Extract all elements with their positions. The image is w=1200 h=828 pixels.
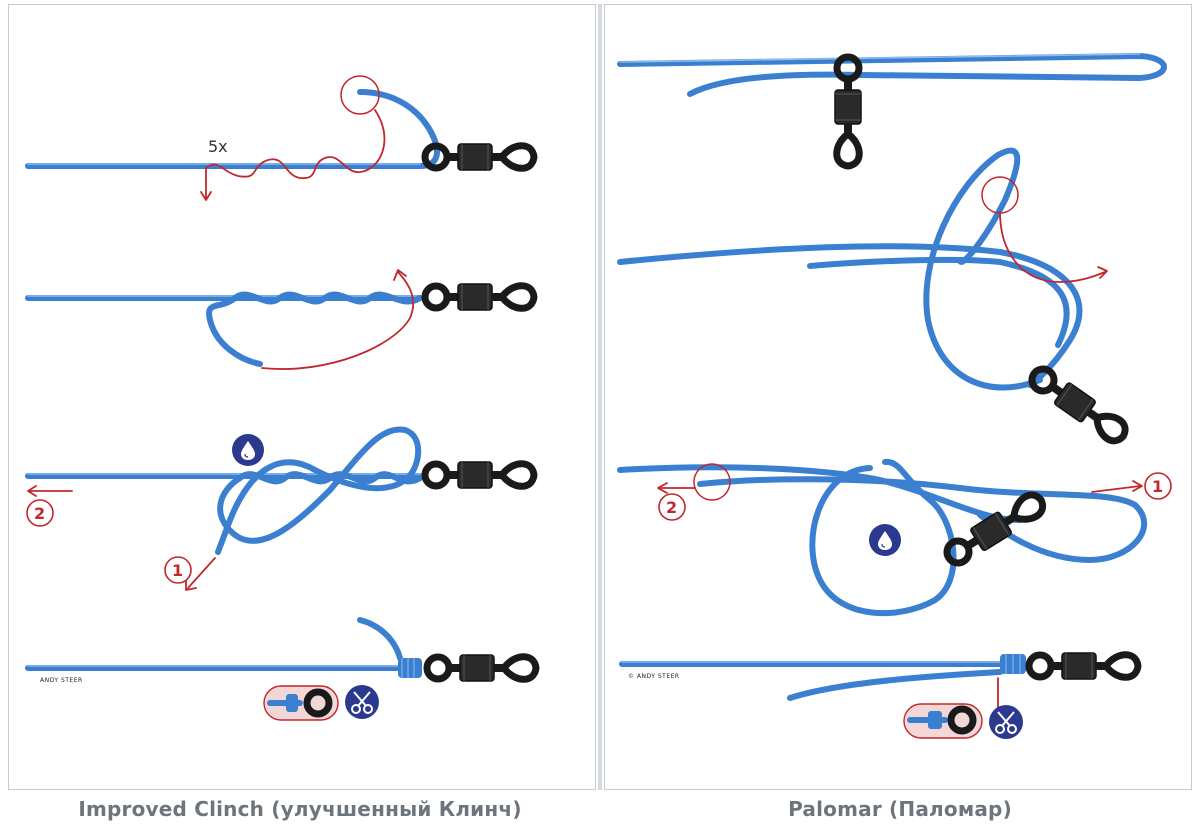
step-2-badge (26, 499, 54, 527)
palomar-step-4: © ANDY STEER (619, 653, 1138, 740)
swivel-icon (1029, 653, 1138, 679)
credit-label: ANDY STEER (40, 677, 83, 684)
step-1-badge (1144, 472, 1172, 500)
swivel-icon (425, 284, 534, 310)
palomar-step-1 (617, 53, 1167, 166)
improved-clinch-caption: Improved Clinch (улучшенный Клинч) (78, 797, 522, 821)
clinch-step-2 (25, 269, 534, 370)
palomar-step-2 (617, 147, 1131, 447)
clinch-step-3: 2 1 (25, 426, 534, 591)
swivel-icon (942, 489, 1048, 569)
step-1-badge (164, 556, 192, 584)
step-1-number: 1 (172, 561, 183, 580)
improved-clinch-panel (8, 4, 596, 790)
knot-illustrations: 5x 2 1 ANDY STEER (25, 53, 1172, 740)
clinch-step-1: 5x (25, 75, 534, 201)
step-2-number: 2 (666, 498, 677, 517)
step-1-number: 1 (1152, 477, 1163, 496)
water-drop-icon (231, 433, 265, 467)
palomar-step-3: 2 1 (617, 458, 1172, 617)
water-drop-icon (868, 523, 902, 557)
scissors-icon (344, 684, 380, 720)
swivel-icon (427, 655, 536, 681)
swivel-icon (425, 462, 534, 488)
step-2-number: 2 (34, 504, 45, 523)
credit-label: © ANDY STEER (628, 673, 680, 680)
swivel-icon (425, 144, 534, 170)
panel-divider (598, 4, 602, 790)
wrap-count-label: 5x (208, 137, 228, 156)
clinch-step-4: ANDY STEER (25, 617, 536, 721)
scissors-icon (988, 704, 1024, 740)
palomar-caption: Palomar (Паломар) (788, 797, 1012, 821)
step-2-badge (658, 493, 686, 521)
